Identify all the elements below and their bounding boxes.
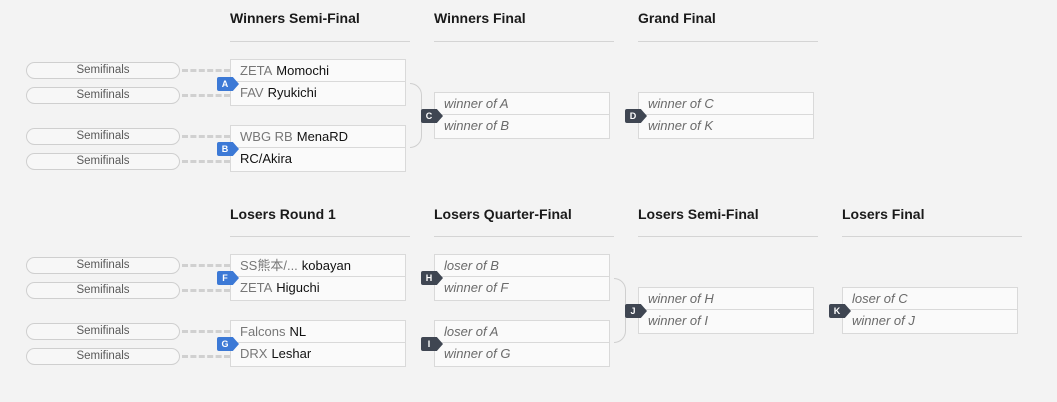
match-d-slot-bottom[interactable]: winner of K [638, 115, 814, 139]
player-name: NL [289, 324, 307, 339]
feed-line [182, 264, 230, 267]
feed-line [182, 330, 230, 333]
match-badge-h[interactable]: H [421, 271, 443, 285]
team-prefix: SS熊本/... [240, 258, 298, 273]
match-d-slot-top[interactable]: winner of C [638, 92, 814, 115]
match-j-slot-bottom[interactable]: winner of I [638, 310, 814, 334]
feed-line [182, 355, 230, 358]
source-pill[interactable]: Semifinals [26, 323, 180, 340]
placeholder-text: winner of J [852, 313, 915, 328]
round-title-losers-final: Losers Final [842, 206, 925, 222]
source-pill[interactable]: Semifinals [26, 257, 180, 274]
team-prefix: DRX [240, 346, 268, 361]
bracket-connector [410, 83, 422, 148]
match-h-slot-bottom[interactable]: winner of F [434, 277, 610, 301]
match-badge-a[interactable]: A [217, 77, 239, 91]
source-pill[interactable]: Semifinals [26, 128, 180, 145]
player-name: Leshar [271, 346, 312, 361]
placeholder-text: winner of C [648, 96, 714, 111]
source-pill[interactable]: Semifinals [26, 87, 180, 104]
match-i-slot-bottom[interactable]: winner of G [434, 343, 610, 367]
match-i-slot-top[interactable]: loser of A [434, 320, 610, 343]
match-badge-k[interactable]: K [829, 304, 851, 318]
match-h-slot-top[interactable]: loser of B [434, 254, 610, 277]
match-badge-d[interactable]: D [625, 109, 647, 123]
round-divider [434, 41, 614, 42]
team-prefix: Falcons [240, 324, 286, 339]
feed-line [182, 69, 230, 72]
placeholder-text: loser of C [852, 291, 908, 306]
feed-line [182, 94, 230, 97]
feed-line [182, 135, 230, 138]
round-title-losers-round-1: Losers Round 1 [230, 206, 336, 222]
round-divider [638, 236, 818, 237]
bracket-connector [614, 278, 626, 343]
feed-line [182, 160, 230, 163]
match-badge-f[interactable]: F [217, 271, 239, 285]
placeholder-text: loser of A [444, 324, 499, 339]
round-divider [434, 236, 614, 237]
placeholder-text: loser of B [444, 258, 499, 273]
placeholder-text: winner of K [648, 118, 714, 133]
source-pill[interactable]: Semifinals [26, 348, 180, 365]
round-title-grand-final: Grand Final [638, 10, 716, 26]
placeholder-text: winner of B [444, 118, 510, 133]
round-title-losers-quarter-final: Losers Quarter-Final [434, 206, 572, 222]
player-name: MenaRD [296, 129, 349, 144]
player-name: Momochi [276, 63, 330, 78]
placeholder-text: winner of I [648, 313, 708, 328]
source-pill[interactable]: Semifinals [26, 153, 180, 170]
match-k-slot-top[interactable]: loser of C [842, 287, 1018, 310]
player-name: kobayan [301, 258, 351, 273]
source-pill[interactable]: Semifinals [26, 282, 180, 299]
team-prefix: WBG RB [240, 129, 293, 144]
player-name: Higuchi [276, 280, 320, 295]
player-name: RC/Akira [240, 151, 293, 166]
source-pill[interactable]: Semifinals [26, 62, 180, 79]
round-title-losers-semi-final: Losers Semi-Final [638, 206, 759, 222]
team-prefix: ZETA [240, 280, 273, 295]
team-prefix: FAV [240, 85, 264, 100]
match-c-slot-bottom[interactable]: winner of B [434, 115, 610, 139]
round-divider [842, 236, 1022, 237]
round-title-winners-final: Winners Final [434, 10, 526, 26]
round-divider [230, 236, 410, 237]
match-badge-i[interactable]: I [421, 337, 443, 351]
placeholder-text: winner of H [648, 291, 714, 306]
match-c-slot-top[interactable]: winner of A [434, 92, 610, 115]
match-badge-b[interactable]: B [217, 142, 239, 156]
match-b-slot-bottom[interactable]: RC/Akira [230, 148, 406, 172]
team-prefix: ZETA [240, 63, 273, 78]
placeholder-text: winner of F [444, 280, 509, 295]
player-name: Ryukichi [267, 85, 317, 100]
placeholder-text: winner of A [444, 96, 509, 111]
round-divider [638, 41, 818, 42]
placeholder-text: winner of G [444, 346, 511, 361]
match-j-slot-top[interactable]: winner of H [638, 287, 814, 310]
feed-line [182, 289, 230, 292]
match-k-slot-bottom[interactable]: winner of J [842, 310, 1018, 334]
match-badge-j[interactable]: J [625, 304, 647, 318]
match-f-slot-top[interactable]: SS熊本/...kobayan [230, 254, 406, 277]
match-badge-g[interactable]: G [217, 337, 239, 351]
round-title-winners-semi-final: Winners Semi-Final [230, 10, 360, 26]
match-badge-c[interactable]: C [421, 109, 443, 123]
round-divider [230, 41, 410, 42]
